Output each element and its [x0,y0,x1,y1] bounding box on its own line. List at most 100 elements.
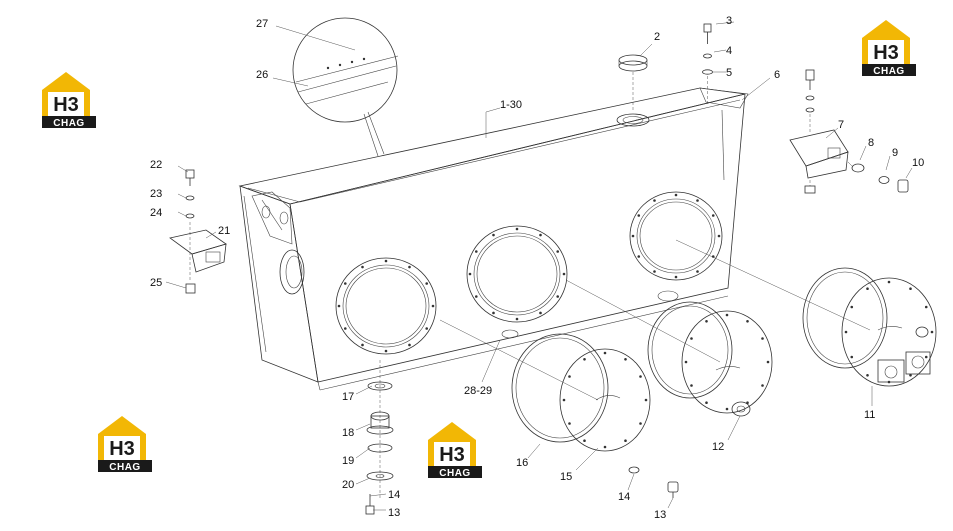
flange-bolt-hole [337,304,341,308]
gasket-16 [511,333,609,443]
flange-bolt-hole [909,374,912,377]
flange-bolt-hole [924,305,928,309]
flange-bolt-hole [909,287,912,290]
flange-bolt-hole [624,357,627,361]
flange-bolt-hole [711,214,715,217]
flange-bolt-hole [474,295,478,298]
flange-bolt-hole [539,311,542,315]
flange-bolt-hole [705,319,708,323]
flange-bolt-hole [603,351,607,355]
cover-plate-11 [675,239,937,387]
flange-bolt-hole [930,330,934,334]
callout-15: 15 [560,471,572,483]
callout-10: 10 [912,157,924,169]
flange-bolt-hole [644,398,648,402]
callout-2: 2 [654,31,660,43]
callout-3: 3 [726,15,732,27]
callout-16: 16 [516,457,528,469]
svg-text:H3: H3 [53,94,79,116]
callout-20: 20 [342,479,354,491]
flange-bolt-hole [568,375,571,378]
flange-bolt-hole [431,304,435,308]
flange-bolt-hole [492,311,495,315]
flange-bolt-hole [631,234,635,238]
flange-bolt-hole [425,282,429,285]
flange-bolt-hole [562,272,566,276]
flange-bolt-hole [696,199,699,202]
cover-plate-12 [565,279,773,417]
bolt-washer-13-14 [628,466,679,498]
flange-bolt-hole [690,337,693,340]
svg-text:CHAG: CHAG [873,66,904,77]
flange-bolt-hole [924,355,928,359]
brand-logo-top-right: H3 CHAG [862,20,916,77]
callout-21: 21 [218,225,230,237]
flange-bolt-hole [361,265,364,269]
svg-text:CHAG: CHAG [53,118,84,129]
flange-bolt-hole [761,337,764,340]
mount-bracket-right [789,69,909,194]
flange-bolt-hole [887,280,891,284]
flange-bolt-hole [866,287,869,290]
flange-bolt-hole [725,407,729,411]
svg-text:H3: H3 [439,444,465,466]
flange-bolt-hole [468,272,472,276]
callout-19: 19 [342,455,354,467]
flange-bolt-hole [562,398,566,402]
callout-8: 8 [868,137,874,149]
flange-bolt-hole [725,313,729,317]
flange-bolt-hole [583,357,586,361]
flange-bolt-hole [408,343,411,347]
flange-bolt-hole [515,317,519,321]
gasket-12 [647,301,733,399]
callout-7: 7 [838,119,844,131]
flange-bolt-hole [343,282,347,285]
flange-bolt-hole [384,349,388,353]
front-opening-left [335,257,437,355]
flange-bolt-hole [887,380,891,384]
flange-bolt-hole [653,199,656,202]
callout-25: 25 [150,277,162,289]
flange-bolt-hole [850,355,854,359]
flange-bolt-hole [766,360,770,364]
callout-24: 24 [150,207,162,219]
leader-lines [165,21,913,511]
flange-bolt-hole [515,227,519,231]
callout-13-right: 13 [654,509,666,521]
flange-bolt-hole [761,384,764,387]
brand-logo-bottom-center: H3 CHAG [428,422,482,479]
flange-bolt-hole [637,214,641,217]
svg-text:H3: H3 [109,438,135,460]
front-opening-middle [466,225,568,323]
flange-bolt-hole [556,295,560,298]
svg-text:CHAG: CHAG [439,468,470,479]
bolt-stack-top [702,23,713,104]
callout-9: 9 [892,147,898,159]
flange-bolt-hole [408,265,411,269]
callout-28-29: 28-29 [464,385,492,397]
flange-bolt-hole [653,270,656,273]
brand-logo-bottom-left: H3 CHAG [98,416,152,473]
flange-bolt-hole [684,360,688,364]
callout-22: 22 [150,159,162,171]
flange-bolt-hole [556,250,560,253]
flange-bolt-hole [568,422,571,425]
flange-bolt-hole [539,233,542,237]
flange-bolt-hole [705,401,708,405]
flange-bolt-hole [361,343,364,347]
callout-1-30: 1-30 [500,99,522,111]
callout-4: 4 [726,45,732,57]
flange-bolt-hole [711,255,715,258]
gasket-11 [802,267,888,369]
callout-23: 23 [150,188,162,200]
cover-plate-15 [439,319,651,452]
flange-bolt-hole [717,234,721,238]
flange-bolt-hole [624,439,627,443]
filler-cap [616,54,650,127]
bottom-mount-stack [365,360,394,515]
flange-bolt-hole [866,374,869,377]
flange-bolt-hole [746,401,749,405]
flange-bolt-hole [637,255,641,258]
flange-bolt-hole [583,439,586,443]
